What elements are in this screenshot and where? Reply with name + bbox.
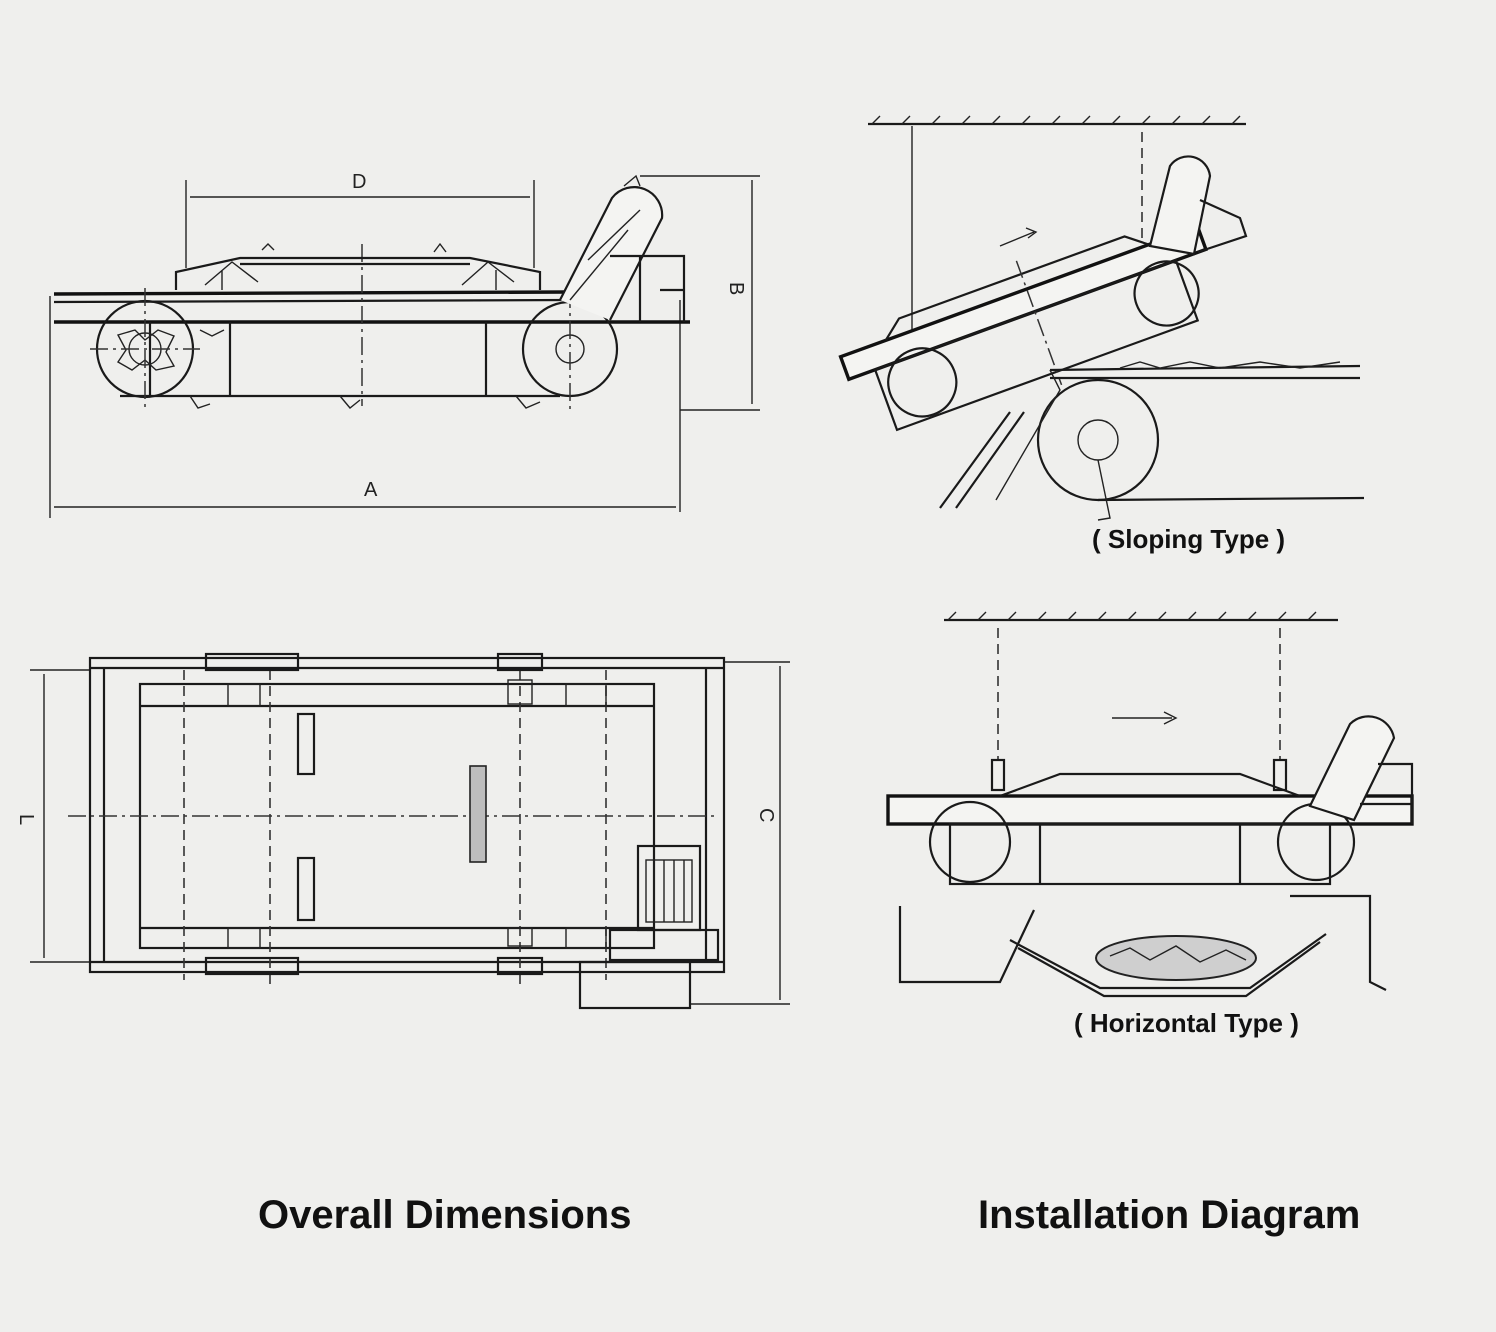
dimension-b-label: B — [725, 282, 747, 295]
dimension-a-label: A — [364, 479, 378, 501]
overall-dimensions-caption: Overall Dimensions — [258, 1193, 631, 1237]
dimension-c-label: C — [755, 808, 777, 822]
horizontal-type-view: ( Horizontal Type ) — [886, 611, 1414, 1038]
sloping-type-view: ( Sloping Type ) — [838, 115, 1365, 554]
installation-diagram-caption: Installation Diagram — [978, 1193, 1360, 1237]
side-view: D B A — [49, 171, 760, 518]
horizontal-type-label: ( Horizontal Type ) — [1074, 1008, 1299, 1038]
dimension-l-label: L — [15, 814, 37, 825]
dimension-d-label: D — [352, 171, 366, 193]
plan-view: L C — [15, 652, 790, 1010]
sloping-type-label: ( Sloping Type ) — [1092, 524, 1285, 554]
